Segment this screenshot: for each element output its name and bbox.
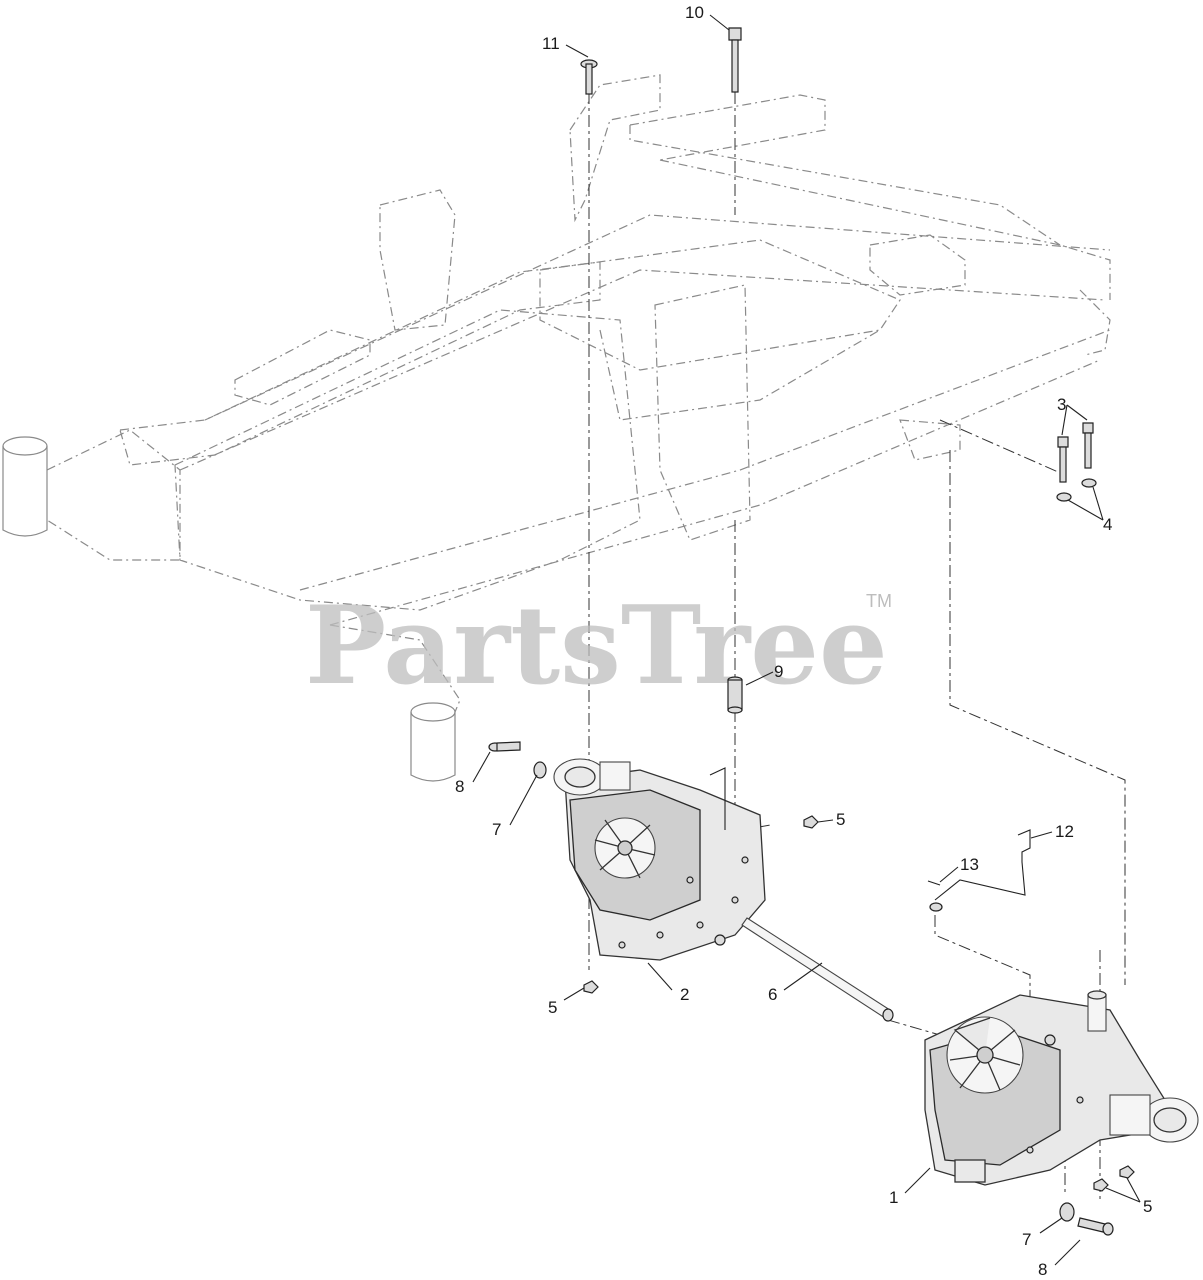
pin-11 [580,59,598,95]
callout-labels: 11 10 3 4 9 8 7 5 12 13 5 2 6 1 5 7 8 [455,3,1152,1279]
nut-5-bottom-left [583,980,599,994]
washer-7-right [1059,1202,1075,1222]
bolt-8-right [1077,1217,1114,1236]
watermark: PartsTree TM [305,583,892,709]
nut-5-top [803,815,819,829]
callout-2: 2 [680,985,689,1004]
callout-5-bottom: 5 [548,998,557,1017]
rod-12 [934,829,1031,901]
watermark-text: PartsTree [305,583,888,709]
callout-10: 10 [685,3,704,22]
washers-4 [1056,478,1097,502]
transaxle-right [924,990,1199,1186]
callout-8-left: 8 [455,777,464,796]
callout-7-right: 7 [1022,1230,1031,1249]
washer-7-left [533,761,547,779]
nut-5-right-b [1093,1178,1109,1192]
callout-9: 9 [774,662,783,681]
mower-frame [2,74,1111,782]
nut-5-right-a [1119,1165,1135,1179]
callout-6: 6 [768,985,777,1004]
callout-leaders [472,14,1141,1266]
callout-13: 13 [960,855,979,874]
callout-11: 11 [542,34,560,53]
callout-8-right: 8 [1038,1260,1047,1279]
callout-5-right: 5 [1143,1197,1152,1216]
callout-1: 1 [889,1188,898,1207]
callout-7-left: 7 [492,820,501,839]
transaxle-left [553,758,766,961]
spacer-9 [727,676,743,714]
watermark-trademark: TM [866,591,892,611]
shaft-6 [741,917,894,1022]
clip-13 [927,880,943,912]
callout-12: 12 [1055,822,1074,841]
bolt-8-left [488,741,521,752]
bolt-10 [728,27,742,93]
bolts-3 [1057,422,1094,483]
callout-4: 4 [1103,515,1112,534]
callout-3: 3 [1057,395,1066,414]
callout-5-top: 5 [836,810,845,829]
